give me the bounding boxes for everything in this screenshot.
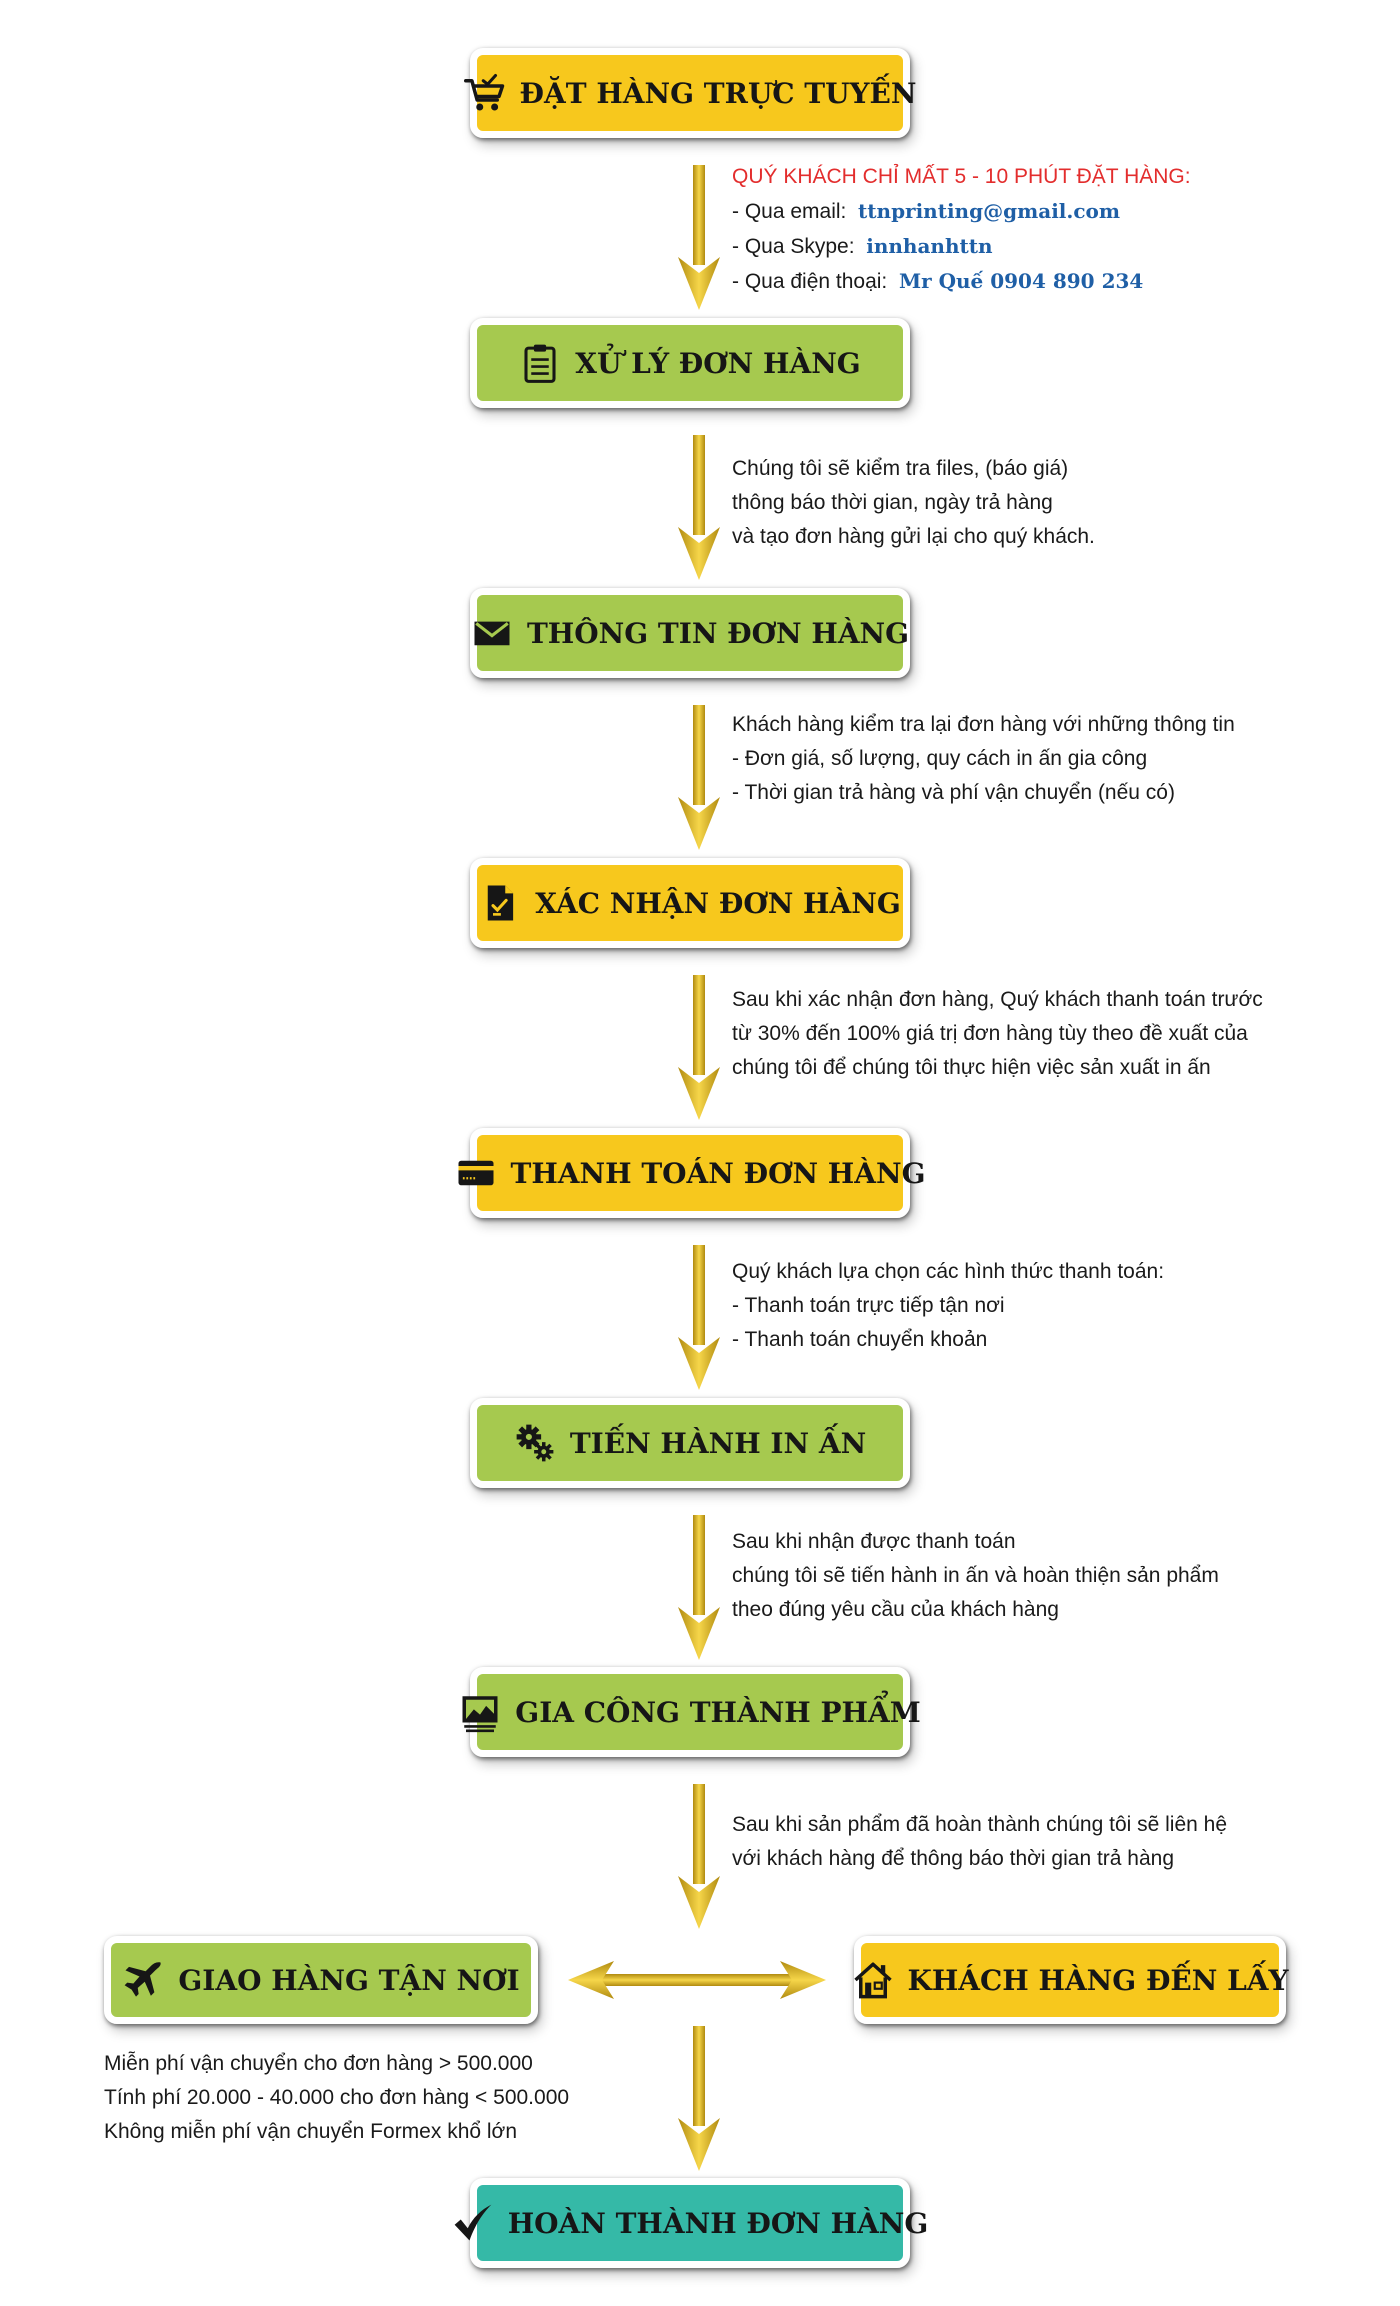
picture-stack-icon xyxy=(462,1696,498,1733)
contact-heading: QUÝ KHÁCH CHỈ MẤT 5 - 10 PHÚT ĐẶT HÀNG: xyxy=(732,165,1191,188)
description-line: Khách hàng kiểm tra lại đơn hàng với nhữ… xyxy=(732,713,1235,736)
description-line: Sau khi sản phẩm đã hoàn thành chúng tôi… xyxy=(732,1813,1228,1836)
step-label: XỬ LÝ ĐƠN HÀNG xyxy=(575,346,861,380)
finishing-description: Sau khi sản phẩm đã hoàn thành chúng tôi… xyxy=(732,1808,1227,1876)
email-link[interactable]: ttnprinting@gmail.com xyxy=(858,199,1121,223)
description-line: Quý khách lựa chọn các hình thức thanh t… xyxy=(732,1260,1165,1283)
step-customer-pickup: KHÁCH HÀNG ĐẾN LẤY xyxy=(853,1936,1289,2024)
description-line: với khách hàng để thông báo thời gian tr… xyxy=(732,1847,1175,1870)
gears-icon xyxy=(516,1424,554,1462)
down-arrow xyxy=(678,165,720,310)
description-line: Không miễn phí vận chuyển Formex khổ lớn xyxy=(104,2120,517,2143)
step-label: THANH TOÁN ĐƠN HÀNG xyxy=(510,1156,926,1190)
order-info-description: Khách hàng kiểm tra lại đơn hàng với nhữ… xyxy=(732,708,1235,810)
description-line: theo đúng yêu cầu của khách hàng xyxy=(732,1598,1059,1621)
phone-label: - Qua điện thoại: xyxy=(732,270,888,293)
printing-description: Sau khi nhận được thanh toán chúng tôi s… xyxy=(732,1525,1219,1627)
step-order-processing: XỬ LÝ ĐƠN HÀNG xyxy=(470,318,910,408)
email-label: - Qua email: xyxy=(732,200,847,223)
payment-description: Quý khách lựa chọn các hình thức thanh t… xyxy=(732,1255,1164,1357)
down-arrow xyxy=(678,1784,720,1929)
description-line: từ 30% đến 100% giá trị đơn hàng tùy the… xyxy=(732,1022,1248,1045)
description-line: chúng tôi để chúng tôi thực hiện việc sả… xyxy=(732,1056,1211,1079)
step-label: XÁC NHẬN ĐƠN HÀNG xyxy=(535,886,901,920)
step-order-confirmation: XÁC NHẬN ĐƠN HÀNG xyxy=(470,858,910,948)
down-arrow xyxy=(678,975,720,1120)
down-arrow xyxy=(678,435,720,580)
step-home-delivery: GIAO HÀNG TẬN NƠI xyxy=(104,1936,538,2024)
description-line: chúng tôi sẽ tiến hành in ấn và hoàn thi… xyxy=(732,1564,1219,1587)
description-line: Sau khi nhận được thanh toán xyxy=(732,1530,1016,1553)
description-line: thông báo thời gian, ngày trả hàng xyxy=(732,491,1053,514)
step-order-info: THÔNG TIN ĐƠN HÀNG xyxy=(470,588,910,678)
step-printing: TIẾN HÀNH IN ẤN xyxy=(470,1398,910,1488)
step-online-order: ĐẶT HÀNG TRỰC TUYẾN xyxy=(463,48,916,138)
step-label: HOÀN THÀNH ĐƠN HÀNG xyxy=(507,2206,929,2240)
step-label: GIA CÔNG THÀNH PHẨM xyxy=(515,1695,921,1729)
airplane-icon xyxy=(124,1962,161,1997)
description-line: - Thời gian trả hàng và phí vận chuyển (… xyxy=(732,781,1175,804)
house-icon xyxy=(853,1962,892,1999)
description-line: Sau khi xác nhận đơn hàng, Quý khách tha… xyxy=(732,988,1263,1011)
description-line: Tính phí 20.000 - 40.000 cho đơn hàng < … xyxy=(104,2086,570,2109)
step-order-complete: HOÀN THÀNH ĐƠN HÀNG xyxy=(454,2178,928,2268)
description-line: Chúng tôi sẽ kiểm tra files, (báo giá) xyxy=(732,457,1069,480)
description-line: - Đơn giá, số lượng, quy cách in ấn gia … xyxy=(732,747,1148,770)
clipboard-icon xyxy=(524,344,556,383)
skype-label: - Qua Skype: xyxy=(732,235,855,258)
step-label: KHÁCH HÀNG ĐẾN LẤY xyxy=(907,1963,1289,1997)
shipping-description: Miễn phí vận chuyển cho đơn hàng > 500.0… xyxy=(104,2047,569,2149)
step-payment: THANH TOÁN ĐƠN HÀNG xyxy=(458,1128,926,1218)
description-line: - Thanh toán chuyển khoản xyxy=(732,1328,988,1351)
description-line: - Thanh toán trực tiếp tận nơi xyxy=(732,1294,1005,1317)
phone-link[interactable]: Mr Quế 0904 890 234 xyxy=(898,269,1144,293)
cart-icon xyxy=(463,73,504,111)
down-arrow xyxy=(678,1245,720,1390)
skype-link[interactable]: innhanhttn xyxy=(866,234,993,258)
contact-info: QUÝ KHÁCH CHỈ MẤT 5 - 10 PHÚT ĐẶT HÀNG: … xyxy=(732,160,1191,299)
processing-description: Chúng tôi sẽ kiểm tra files, (báo giá) t… xyxy=(732,452,1095,554)
step-label: TIẾN HÀNH IN ẤN xyxy=(569,1426,867,1460)
confirmation-description: Sau khi xác nhận đơn hàng, Quý khách tha… xyxy=(732,983,1263,1085)
description-line: Miễn phí vận chuyển cho đơn hàng > 500.0… xyxy=(104,2052,533,2075)
step-label: GIAO HÀNG TẬN NƠI xyxy=(178,1963,520,1997)
down-arrow xyxy=(678,2026,720,2171)
down-arrow xyxy=(678,1515,720,1660)
envelope-icon xyxy=(474,621,510,646)
step-label: ĐẶT HÀNG TRỰC TUYẾN xyxy=(519,76,917,110)
checkmark-icon xyxy=(454,2204,492,2241)
step-label: THÔNG TIN ĐƠN HÀNG xyxy=(526,616,910,650)
document-check-icon xyxy=(488,885,514,921)
credit-card-icon xyxy=(458,1160,493,1186)
down-arrow xyxy=(678,705,720,850)
double-arrow xyxy=(568,1961,826,1999)
description-line: và tạo đơn hàng gửi lại cho quý khách. xyxy=(732,525,1095,548)
step-finishing: GIA CÔNG THÀNH PHẨM xyxy=(462,1667,921,1757)
